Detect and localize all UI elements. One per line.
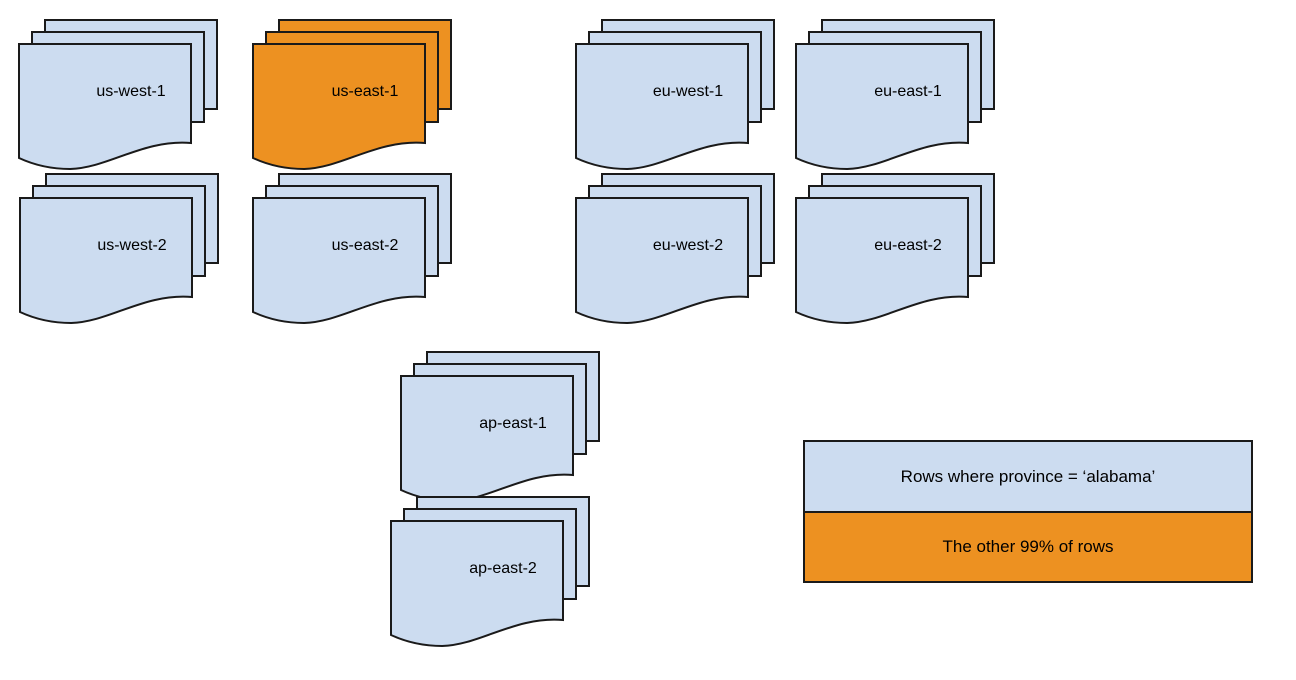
document-sheet-front (400, 375, 574, 503)
document-sheet-front (19, 197, 193, 325)
region-stack-shape-eu-east-1 (795, 19, 995, 171)
legend-highlight-label: The other 99% of rows (942, 537, 1114, 556)
region-stack-shape-us-west-1 (18, 19, 218, 171)
legend-highlight: The other 99% of rows (805, 513, 1251, 581)
region-stack-eu-west-1[interactable]: eu-west-1 (573, 17, 777, 171)
region-stack-shape-us-west-2 (19, 173, 219, 325)
document-sheet-front (575, 197, 749, 325)
region-stack-eu-east-2[interactable]: eu-east-2 (793, 171, 997, 325)
region-stack-us-west-1[interactable]: us-west-1 (16, 17, 220, 171)
region-stack-shape-ap-east-1 (400, 351, 600, 503)
region-stack-shape-us-east-2 (252, 173, 452, 325)
document-sheet-front (252, 197, 426, 325)
region-stack-shape-ap-east-2 (390, 496, 590, 648)
region-stack-ap-east-1[interactable]: ap-east-1 (398, 349, 602, 503)
document-sheet-front (390, 520, 564, 648)
legend-normal: Rows where province = ‘alabama’ (805, 442, 1251, 513)
legend: Rows where province = ‘alabama’ The other… (803, 440, 1253, 583)
document-sheet-front (18, 43, 192, 171)
document-sheet-front (252, 43, 426, 171)
region-stack-eu-east-1[interactable]: eu-east-1 (793, 17, 997, 171)
document-sheet-front (795, 197, 969, 325)
document-sheet-front (575, 43, 749, 171)
region-stack-ap-east-2[interactable]: ap-east-2 (388, 494, 592, 648)
legend-normal-label: Rows where province = ‘alabama’ (900, 466, 1156, 486)
region-stack-us-west-2[interactable]: us-west-2 (17, 171, 221, 325)
region-stack-us-east-1[interactable]: us-east-1 (250, 17, 454, 171)
document-sheet-front (795, 43, 969, 171)
region-stack-shape-eu-west-1 (575, 19, 775, 171)
region-stack-eu-west-2[interactable]: eu-west-2 (573, 171, 777, 325)
region-stack-shape-us-east-1 (252, 19, 452, 171)
region-stack-shape-eu-west-2 (575, 173, 775, 325)
region-stack-us-east-2[interactable]: us-east-2 (250, 171, 454, 325)
region-stack-shape-eu-east-2 (795, 173, 995, 325)
